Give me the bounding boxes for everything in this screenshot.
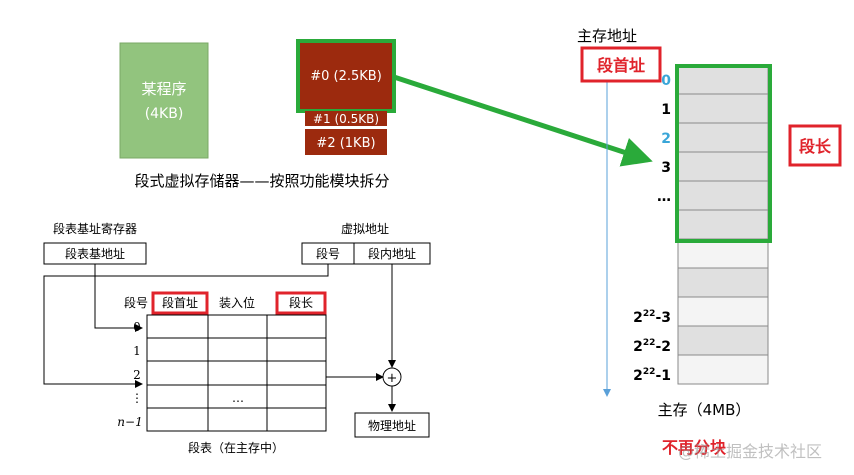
segment-2-label: #2 (1KB) (316, 136, 375, 151)
segment-base-highlight (580, 46, 662, 83)
memory-cell (677, 64, 769, 95)
segment-length-label: 段长 (799, 137, 832, 156)
adder-symbol: + (387, 371, 398, 386)
segment-table-caption: 段表（在主存中） (188, 440, 284, 455)
translation-diagram: 段表基址寄存器 段表基地址 虚拟地址 段号 段内地址 + 物理地址 段号 段首址… (43, 221, 431, 455)
memory-cell (677, 209, 769, 240)
main-memory: 主存地址 段首址 0 1 2 3 … 222-3 222-2 222-1 段长 … (577, 27, 842, 457)
segment-table (146, 314, 327, 432)
segno-index-line (43, 264, 329, 388)
memory-index-tail-2: 222-2 (633, 338, 671, 355)
top-caption: 段式虚拟存储器——按照功能模块拆分 (134, 172, 389, 190)
memory-caption: 主存（4MB） (658, 401, 751, 419)
mapping-arrow (393, 74, 653, 167)
col-header-base-highlight (151, 291, 209, 315)
program-block: 某程序 (4KB) (119, 42, 209, 159)
memory-index-ellipsis: … (657, 189, 671, 205)
row-label-2: 2 (133, 368, 141, 382)
row-label-1: 1 (133, 344, 141, 358)
col-header-length: 段长 (289, 295, 313, 310)
program-box (119, 42, 209, 159)
row-label-ellipsis: ⋮ (131, 391, 143, 405)
memory-index-1: 1 (661, 102, 671, 118)
segment-length-highlight (675, 64, 772, 243)
base-pointer-line (94, 264, 143, 332)
col-header-length-highlight (275, 291, 327, 315)
watermark: @稀土掘金技术社区 (678, 442, 823, 461)
memory-cell (677, 325, 769, 356)
col-header-base: 段首址 (162, 295, 198, 310)
memory-cell (677, 93, 769, 124)
col-header-loaded: 装入位 (219, 295, 255, 310)
memory-cell (677, 151, 769, 182)
virtual-address-title: 虚拟地址 (341, 222, 389, 236)
segment-0-label: #0 (2.5KB) (310, 69, 382, 84)
memory-index-tail-1: 222-1 (633, 367, 671, 384)
row-label-0: 0 (133, 320, 141, 334)
memory-index-tail-3: 222-3 (633, 309, 671, 326)
base-register-title: 段表基址寄存器 (53, 221, 137, 236)
segment-length-box (788, 124, 842, 167)
segment-0-box (300, 43, 392, 109)
memory-address-title: 主存地址 (577, 27, 637, 45)
memory-cell (677, 122, 769, 153)
memory-index-2: 2 (661, 131, 671, 147)
row-label-last: n−1 (117, 415, 142, 429)
memory-cell (677, 238, 769, 269)
segment-1-box (305, 111, 387, 126)
physical-address-box (354, 412, 430, 438)
segment-2-box (305, 129, 387, 155)
memory-index-0: 0 (661, 73, 671, 89)
memory-index-3: 3 (661, 160, 671, 176)
segment-blocks: #0 (2.5KB) #1 (0.5KB) #2 (1KB) (296, 39, 396, 155)
base-register-label: 段表基地址 (65, 246, 125, 261)
program-size: (4KB) (145, 106, 184, 122)
program-name: 某程序 (141, 80, 186, 98)
virtual-address-segno: 段号 (316, 246, 340, 261)
memory-cell (677, 354, 769, 385)
col-header-segno: 段号 (124, 295, 148, 310)
segment-1-label: #1 (0.5KB) (313, 112, 379, 126)
memory-cell (677, 267, 769, 298)
table-mid-ellipsis: … (232, 391, 244, 405)
physical-address-label: 物理地址 (368, 419, 416, 433)
segment-base-label: 段首址 (597, 56, 645, 75)
memory-cell (677, 180, 769, 211)
memory-cell (677, 296, 769, 327)
no-paging-note: 不再分块 (662, 438, 727, 457)
virtual-address-offset: 段内地址 (368, 246, 416, 261)
